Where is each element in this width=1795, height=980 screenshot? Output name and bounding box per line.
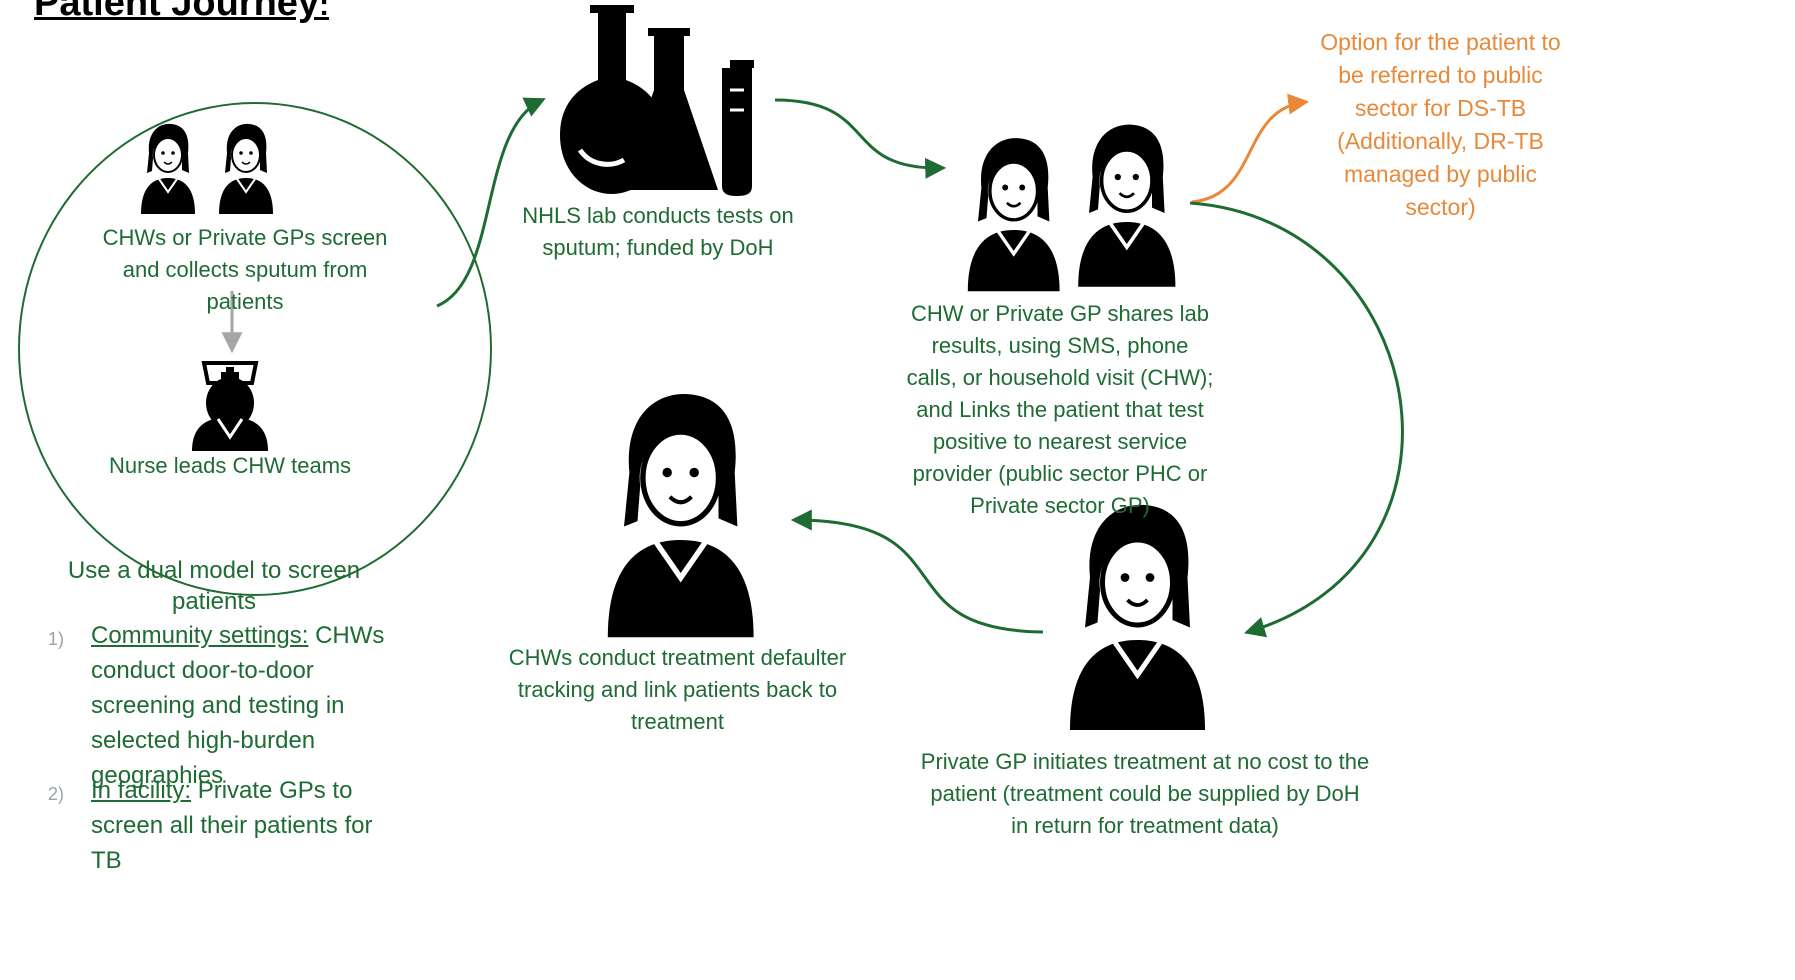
nurse-step-text: Nurse leads CHW teams	[108, 453, 352, 478]
arrow-share-to-treat	[1189, 201, 1404, 638]
defaulter-step-text: CHWs conduct treatment defaulter trackin…	[508, 645, 847, 734]
dual-model-item: 1) Community settings: CHWs conduct door…	[48, 618, 388, 793]
page-title: Patient Journey:	[34, 0, 330, 24]
lab-flasks-icon	[560, 5, 754, 196]
doctor-icon	[1070, 505, 1205, 730]
list-number: 1)	[48, 629, 65, 649]
referral-arrow	[1191, 93, 1310, 204]
screen-step-text: CHWs or Private GPs screen and collects …	[102, 225, 388, 314]
dual-model-item: 2) In facility: Private GPs to screen al…	[48, 773, 388, 878]
dual-model-heading: Use a dual model to screen patients	[67, 557, 361, 615]
item-text: Private GPs to screen all their patients…	[91, 777, 373, 874]
nurse-icon	[192, 361, 268, 451]
share-step-text: CHW or Private GP shares lab results, us…	[906, 301, 1214, 518]
screening-circle	[18, 102, 492, 596]
doctor-icon	[140, 122, 196, 215]
lab-step-text: NHLS lab conducts tests on sputum; funde…	[522, 203, 794, 260]
item-label: Community settings:	[91, 622, 309, 649]
chw-icon	[966, 136, 1062, 293]
arrow-lab-to-share	[774, 98, 947, 179]
item-label: In facility:	[91, 777, 192, 804]
doctor-icon	[1076, 122, 1178, 289]
list-number: 2)	[48, 784, 65, 804]
arrow-treat-to-defaulter	[790, 509, 1044, 634]
arrow-screen-to-lab	[436, 97, 546, 308]
treat-step-text: Private GP initiates treatment at no cos…	[920, 749, 1370, 838]
chw-icon	[608, 394, 754, 637]
item-text: CHWs conduct door-to-door screening and …	[91, 622, 385, 789]
referral-option-text: Option for the patient to be referred to…	[1320, 29, 1561, 220]
chw-icon	[218, 122, 274, 215]
